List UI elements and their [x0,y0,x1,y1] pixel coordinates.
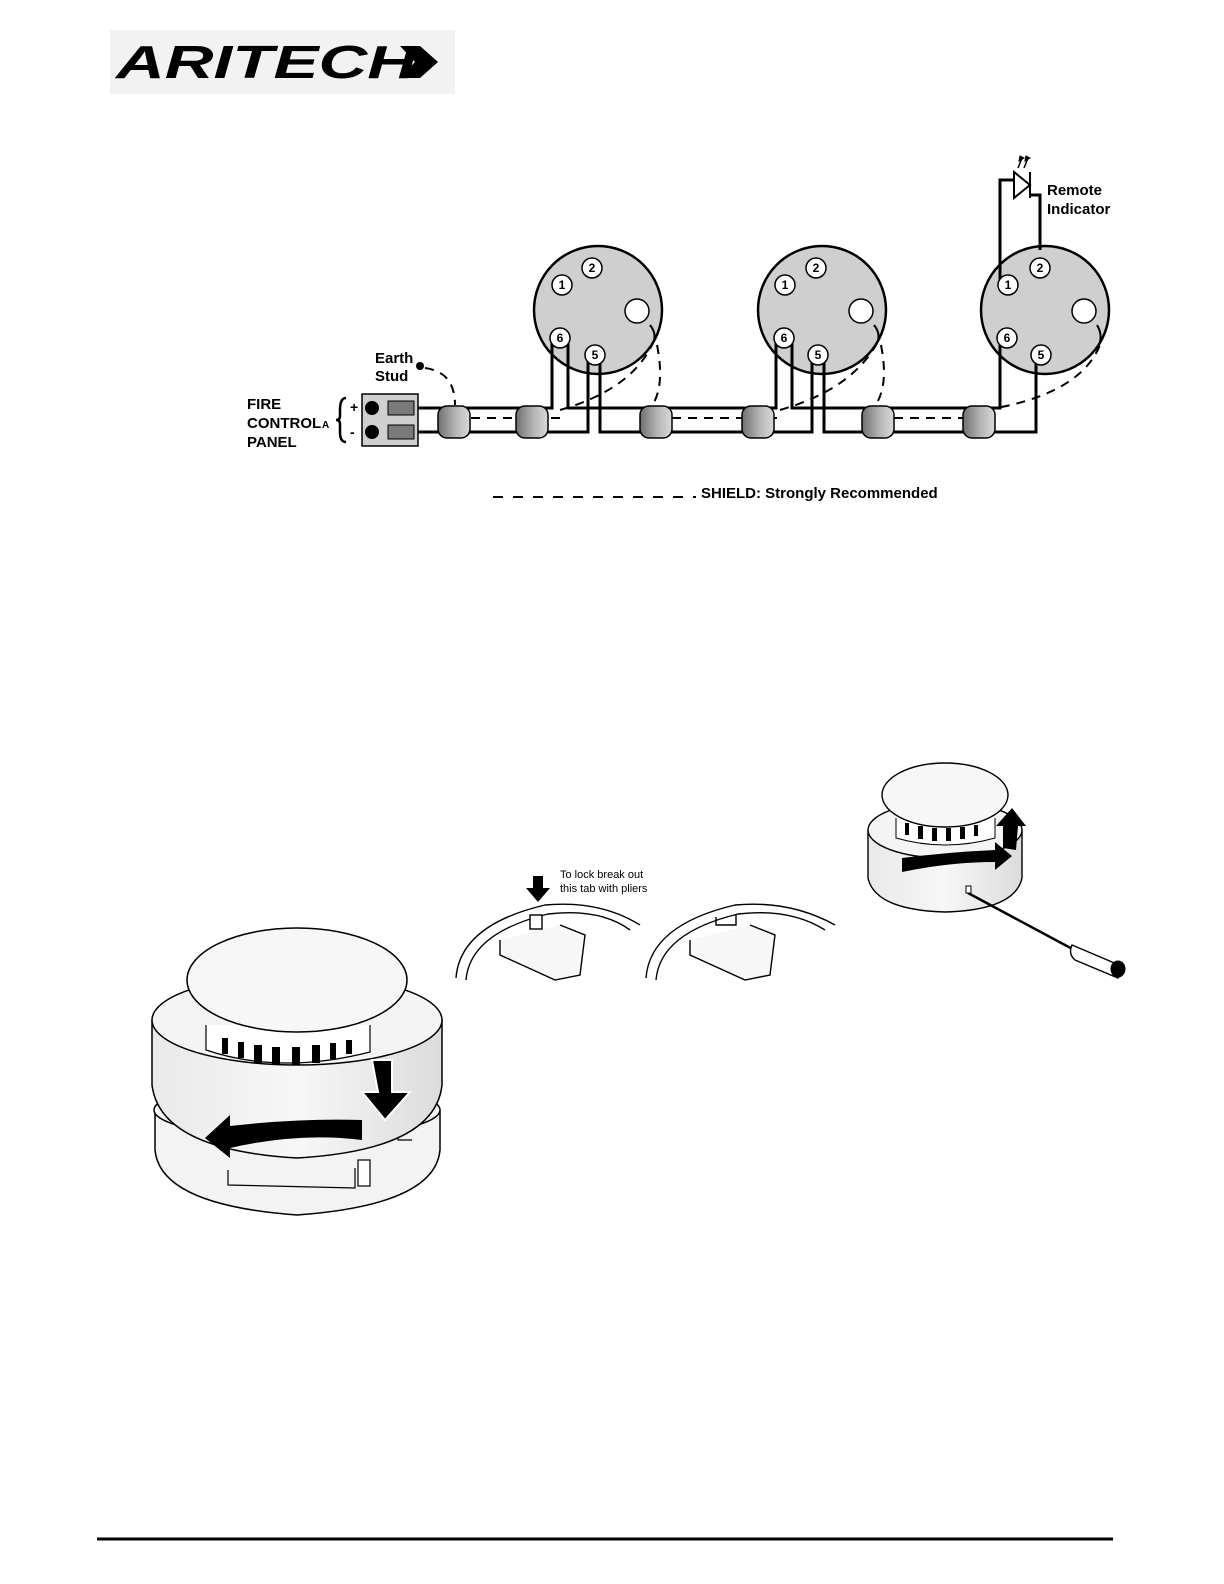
pin-label-1: 1 [559,278,566,292]
panel-label-panel: PANEL [247,434,297,451]
panel-label-letter: A [322,420,329,431]
pin-label-1: 1 [1005,278,1012,292]
pin-label-5: 5 [815,348,822,362]
earth-stud-icon [416,362,424,370]
minus-label: - [350,424,355,440]
pin-label-2: 2 [1037,261,1044,275]
pin-label-2: 2 [813,261,820,275]
detector-removal-illustration [868,763,1125,978]
stud-label: Stud [375,368,408,385]
panel-label-fire: FIRE [247,396,281,413]
pin-label-6: 6 [557,331,564,345]
remote-indicator-label-1: Remote [1047,182,1102,199]
pin-label-2: 2 [589,261,596,275]
remote-indicator-label-2: Indicator [1047,201,1111,218]
pin-label-6: 6 [781,331,788,345]
wiring-diagram: 1 2 6 5 1 2 6 5 1 2 6 5 Remote Indicator… [247,156,1111,502]
panel-brace [336,398,346,442]
arrow-down-icon [526,876,550,902]
earth-label: Earth [375,350,413,367]
loop-wires [414,180,1040,432]
shield-legend: SHIELD: Strongly Recommended [701,485,938,502]
pin-label-1: 1 [782,278,789,292]
tab-note-line-1: To lock break out [560,869,643,881]
detector-large-illustration [152,928,442,1215]
tab-note-line-2: this tab with pliers [560,883,648,895]
panel-terminal-block [362,394,418,446]
led-icon [1014,156,1030,198]
panel-label-control: CONTROL [247,415,321,432]
plus-label: + [350,399,358,415]
logo-text: ARITECH [115,36,418,88]
aritech-logo: ARITECH [110,30,455,94]
pin-label-6: 6 [1004,331,1011,345]
pin-label-5: 5 [1038,348,1045,362]
pin-label-5: 5 [592,348,599,362]
